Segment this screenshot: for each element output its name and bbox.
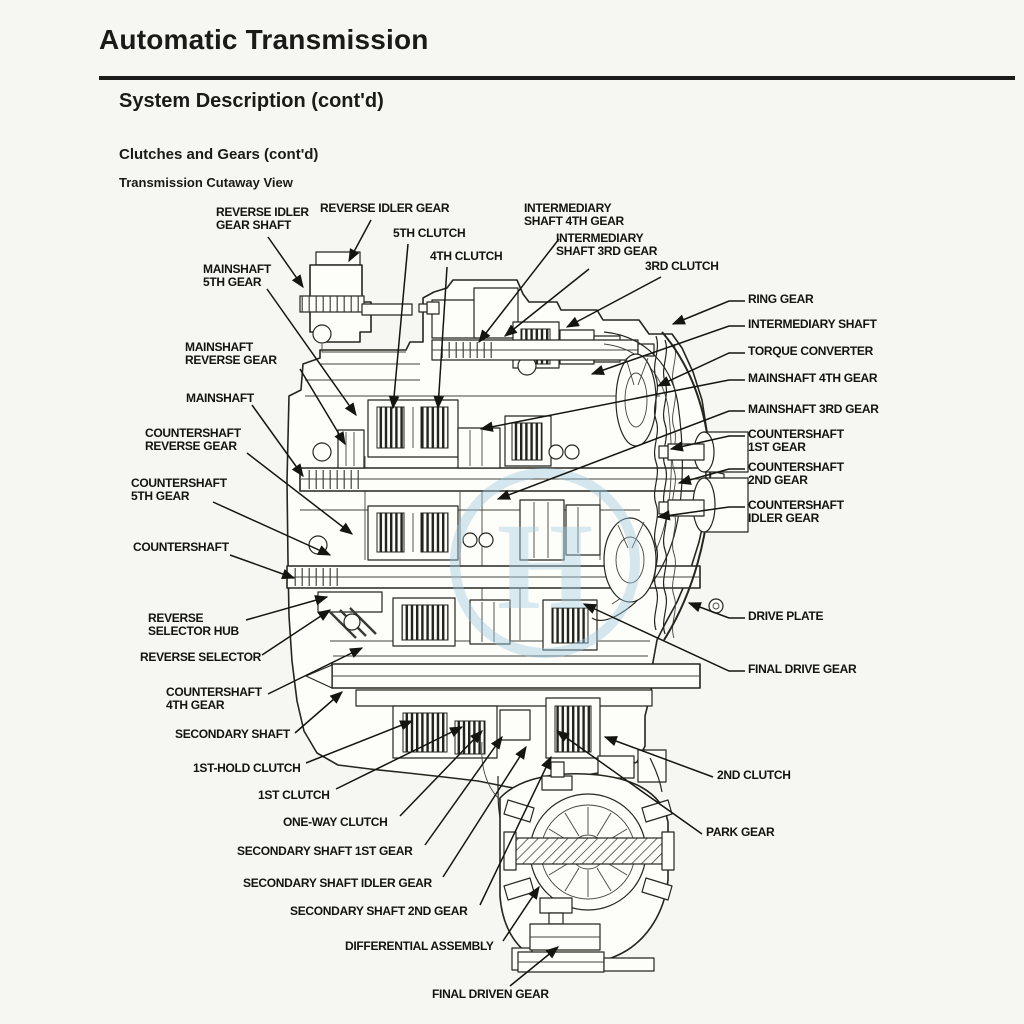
leader-secondary-shaft	[294, 691, 343, 734]
leader-mainshaft	[251, 404, 304, 478]
leader-secondary-shaft-2nd-gear	[479, 755, 552, 906]
reverse-selector-assembly	[317, 591, 598, 651]
watermark: H	[450, 468, 640, 658]
countershaft-assembly	[286, 505, 701, 589]
label-mainshaft-4th-gear: MAINSHAFT 4TH GEAR	[748, 371, 878, 385]
leader-mainshaft-5th-gear	[266, 288, 357, 417]
leader-countershaft-2nd-gear	[677, 468, 745, 485]
leader-one-way-clutch	[399, 730, 483, 817]
label-intermediary-shaft: INTERMEDIARY SHAFT	[748, 317, 878, 331]
leader-lines	[212, 219, 745, 987]
leader-countershaft-idler-gear	[656, 506, 745, 521]
leader-final-drive-gear	[582, 603, 745, 672]
label-mainshaft: MAINSHAFT	[186, 391, 255, 405]
label-1st-clutch: 1ST CLUTCH	[258, 788, 330, 802]
leader-intermediary-shaft	[590, 325, 745, 376]
label-4th-clutch: 4TH CLUTCH	[430, 249, 502, 263]
label-one-way-clutch: ONE-WAY CLUTCH	[283, 815, 387, 829]
leader-mainshaft-3rd-gear	[496, 410, 745, 500]
label-2nd-clutch: 2ND CLUTCH	[717, 768, 791, 782]
leader-countershaft-4th-gear	[267, 647, 364, 695]
mainshaft-assembly	[299, 399, 725, 492]
label-reverse-selector: REVERSE SELECTOR	[140, 650, 262, 664]
secondary-shaft-assembly	[305, 663, 701, 783]
crankshaft-stub-shapes	[658, 431, 749, 533]
leader-reverse-selector	[261, 609, 332, 656]
leader-4th-clutch	[433, 266, 448, 410]
label-secondary-shaft-2nd-gear: SECONDARY SHAFT 2ND GEAR	[290, 904, 468, 918]
page-title: Automatic Transmission	[99, 24, 429, 55]
leader-countershaft-1st-gear	[669, 435, 745, 452]
leader-countershaft-5th-gear	[212, 501, 332, 556]
leader-2nd-clutch	[603, 736, 714, 778]
leader-secondary-shaft-1st-gear	[424, 735, 503, 846]
label-ring-gear: RING GEAR	[748, 292, 814, 306]
label-final-drive-gear: FINAL DRIVE GEAR	[748, 662, 857, 676]
leader-reverse-selector-hub	[245, 595, 329, 621]
label-final-driven-gear: FINAL DRIVEN GEAR	[432, 987, 549, 1001]
label-differential-assembly: DIFFERENTIAL ASSEMBLY	[345, 939, 494, 953]
leader-countershaft	[229, 554, 296, 579]
label-reverse-idler-gear: REVERSE IDLER GEAR	[320, 201, 450, 215]
leader-drive-plate	[687, 602, 745, 619]
label-1st-hold-clutch: 1ST-HOLD CLUTCH	[193, 761, 301, 775]
leader-torque-converter	[656, 352, 745, 387]
leader-park-gear	[555, 730, 703, 835]
label-secondary-shaft: SECONDARY SHAFT	[175, 727, 291, 741]
svg-text:H: H	[497, 498, 593, 635]
leader-ring-gear	[671, 300, 745, 325]
label-3rd-clutch: 3RD CLUTCH	[645, 259, 719, 273]
leader-intermediary-shaft-3rd-gear	[503, 268, 590, 337]
section-title: System Description (cont'd)	[119, 90, 384, 112]
title-rule	[99, 76, 1015, 80]
leader-1st-clutch	[335, 726, 464, 790]
subsection-heading: Clutches and Gears (cont'd)	[119, 146, 319, 163]
leader-5th-clutch	[388, 243, 409, 410]
label-countershaft: COUNTERSHAFT	[133, 540, 230, 554]
leader-final-driven-gear	[509, 946, 560, 987]
label-drive-plate: DRIVE PLATE	[748, 609, 823, 623]
leader-countershaft-reverse-gear	[246, 452, 354, 535]
leader-mainshaft-reverse-gear	[299, 368, 346, 446]
leader-reverse-idler-gear	[348, 219, 372, 263]
label-5th-clutch: 5TH CLUTCH	[393, 226, 465, 240]
label-secondary-shaft-idler-gear: SECONDARY SHAFT IDLER GEAR	[243, 876, 433, 890]
reverse-idler-assembly	[299, 251, 413, 353]
label-park-gear: PARK GEAR	[706, 825, 775, 839]
differential-shape	[499, 761, 675, 973]
leader-3rd-clutch	[565, 276, 662, 328]
leader-secondary-shaft-idler-gear	[442, 745, 527, 878]
label-mainshaft-3rd-gear: MAINSHAFT 3RD GEAR	[748, 402, 879, 416]
leader-1st-hold-clutch	[305, 720, 414, 764]
leader-reverse-idler-gear-shaft	[267, 236, 304, 289]
leader-differential-assembly	[502, 885, 540, 942]
diagram-heading: Transmission Cutaway View	[119, 175, 293, 190]
leader-intermediary-shaft-4th-gear	[478, 238, 560, 344]
label-torque-converter: TORQUE CONVERTER	[748, 344, 874, 358]
leader-mainshaft-4th-gear	[479, 379, 745, 432]
label-secondary-shaft-1st-gear: SECONDARY SHAFT 1ST GEAR	[237, 844, 413, 858]
